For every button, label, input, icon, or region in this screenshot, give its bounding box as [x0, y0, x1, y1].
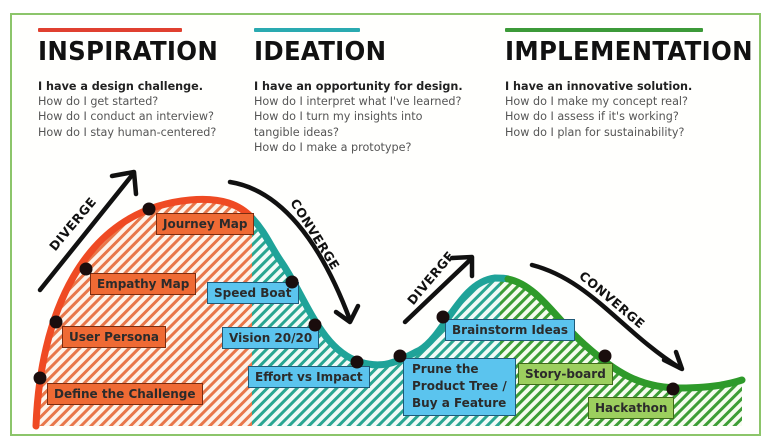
method-empathy-map: Empathy Map: [90, 273, 197, 295]
method-story-board: Story-board: [518, 363, 613, 385]
method-line: Product Tree /: [412, 379, 507, 393]
curve-node: [79, 262, 93, 276]
method-line: Buy a Feature: [412, 396, 507, 410]
phase-title: IDEATION: [254, 37, 387, 67]
curve-node: [598, 349, 612, 363]
phase-question: How do I make a prototype?: [254, 140, 412, 154]
implementation-color-bar: [505, 28, 703, 32]
method-brainstorm-ideas: Brainstorm Ideas: [445, 319, 575, 341]
phase-question: How do I plan for sustainability?: [505, 125, 685, 139]
phase-question: How do I get started?: [38, 95, 159, 109]
curve-node: [436, 310, 450, 324]
arrow-shapes: [37, 169, 685, 372]
phase-question: How do I stay human-centered?: [38, 125, 217, 139]
method-vision-20-20: Vision 20/20: [222, 327, 320, 349]
curve-node: [49, 315, 63, 329]
method-prune-the-product-tree: Prune the Product Tree / Buy a Feature: [403, 358, 516, 416]
phase-question: tangible ideas?: [254, 125, 339, 139]
phase-lead: I have an opportunity for design.: [254, 80, 463, 93]
curve-node: [350, 355, 364, 369]
ideation-color-bar: [254, 28, 360, 32]
curve-node: [666, 382, 680, 396]
method-user-persona: User Persona: [62, 326, 166, 348]
curve-node: [393, 349, 407, 363]
phase-question: How do I conduct an interview?: [38, 110, 214, 124]
phase-lead: I have an innovative solution.: [505, 80, 693, 93]
curve-node: [285, 275, 299, 289]
method-define-the-challenge: Define the Challenge: [47, 383, 203, 405]
phase-title: INSPIRATION: [38, 37, 219, 67]
curve-node: [308, 318, 322, 332]
method-effort-vs-impact: Effort vs Impact: [248, 366, 370, 388]
phase-implementation: IMPLEMENTATION I have an innovative solu…: [505, 28, 768, 140]
inspiration-color-bar: [38, 28, 182, 32]
curve-node: [33, 371, 47, 385]
method-speed-boat: Speed Boat: [207, 282, 299, 304]
phase-question: How do I make my concept real?: [505, 95, 688, 109]
phase-lead: I have a design challenge.: [38, 80, 203, 93]
curve-node: [142, 202, 156, 216]
method-journey-map: Journey Map: [156, 213, 255, 235]
phase-question: How do I turn my insights into: [254, 110, 423, 124]
phase-ideation: IDEATION I have an opportunity for desig…: [254, 28, 463, 155]
method-line: Prune the: [412, 362, 479, 376]
phase-question: How do I assess if it's working?: [505, 110, 679, 124]
phase-question: How do I interpret what I've learned?: [254, 95, 462, 109]
phase-inspiration: INSPIRATION I have a design challenge. H…: [38, 28, 230, 140]
method-hackathon: Hackathon: [588, 397, 675, 419]
phase-title: IMPLEMENTATION: [505, 37, 753, 67]
